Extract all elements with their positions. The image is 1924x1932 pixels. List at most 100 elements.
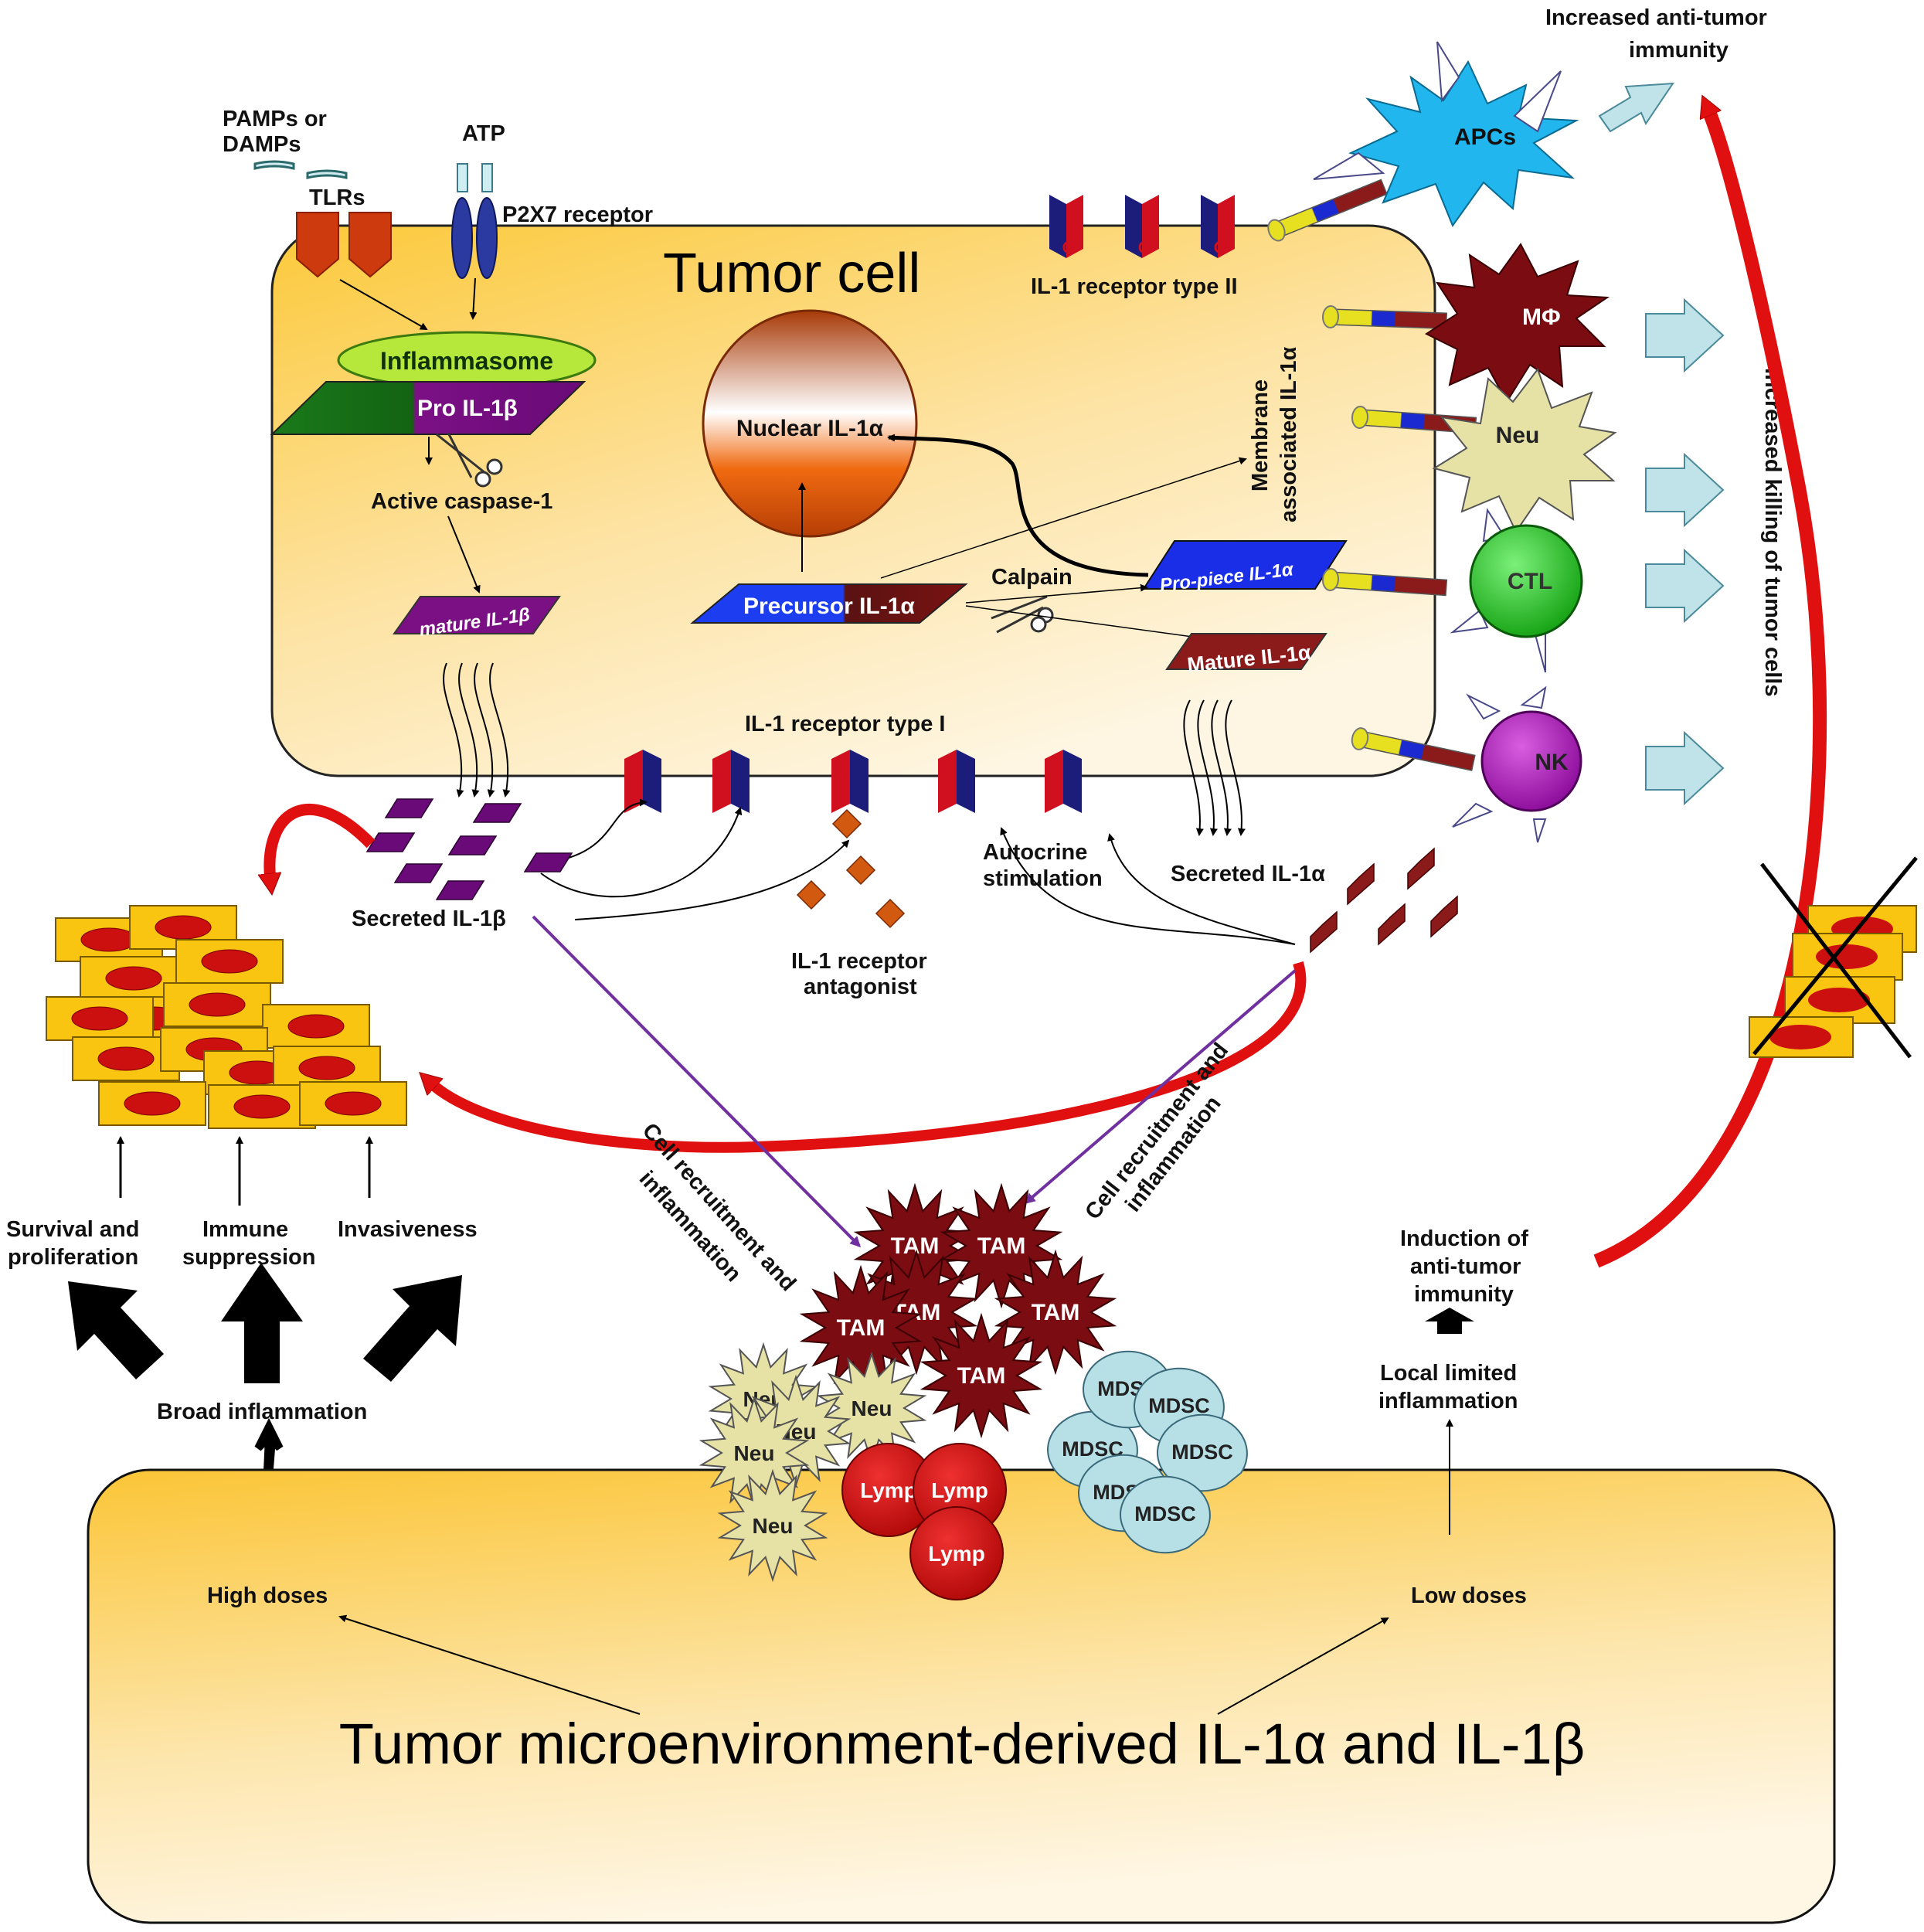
- autocrine-label-2: stimulation: [983, 866, 1103, 891]
- infiltrate-label: Lymp: [931, 1478, 988, 1502]
- tumor-cell-small: [163, 982, 271, 1027]
- active-caspase-label: Active caspase-1: [371, 489, 552, 514]
- killed-tumor-cells: [1749, 856, 1918, 1059]
- infiltrate-label: Lymp: [928, 1542, 985, 1566]
- high-doses-label: High doses: [207, 1583, 328, 1608]
- red-arrow-left-long: [430, 961, 1307, 1153]
- immune-suppression-label-2: suppression: [182, 1245, 315, 1270]
- pro-il1b-shape: [270, 381, 586, 435]
- infiltrate-label: Neu: [753, 1514, 794, 1538]
- pro-il1b-label: Pro IL-1β: [417, 396, 518, 421]
- infiltrate-label: MDSC: [1134, 1502, 1196, 1526]
- tlr-receptors: [296, 212, 392, 278]
- tlrs-label: TLRs: [309, 185, 365, 210]
- inflammasome-label: Inflammasome: [380, 347, 553, 375]
- recruitment-right-label-1: Cell recruitment and: [1080, 1039, 1233, 1225]
- nk-cell: [1480, 710, 1582, 812]
- ctl-label: CTL: [1508, 569, 1552, 594]
- membrane-assoc-label-1: Membrane: [1248, 379, 1273, 492]
- pro-piece-il1a-shape: [1142, 540, 1348, 590]
- red-arrow-left-top: [270, 804, 376, 881]
- scissors-icon-2: [991, 595, 1054, 634]
- tam-cell: [940, 1182, 1063, 1309]
- pamps-label-1: PAMPs or: [223, 107, 327, 131]
- il1-receptor-type1: [624, 750, 1082, 813]
- broad-inflammation-arrows: [68, 1263, 462, 1383]
- antagonist-label-2: antagonist: [804, 975, 917, 999]
- immune-suppression-label-1: Immune: [202, 1217, 288, 1242]
- neu-cell: [717, 1468, 828, 1583]
- infiltrate-label: Neu: [734, 1441, 775, 1465]
- proliferating-tumor-cells: [46, 905, 407, 1129]
- tumor-cell-small: [208, 1084, 316, 1129]
- mature-il1a-shape: [1165, 633, 1327, 670]
- increased-antitumor-label-1: Increased anti-tumor: [1545, 5, 1767, 30]
- p2x7-label: P2X7 receptor: [502, 202, 653, 227]
- red-arrow-right: [1593, 108, 1827, 1268]
- infiltrate-label: TAM: [1032, 1300, 1080, 1325]
- p2x7-receptor: [451, 163, 498, 279]
- secreted-il1b-label: Secreted IL-1β: [352, 906, 506, 931]
- nk-label: NK: [1535, 750, 1569, 775]
- apc-spikes: [1313, 41, 1562, 180]
- il1-receptor-type2: [1049, 195, 1235, 258]
- tumor-cell-small: [299, 1081, 407, 1126]
- tumor-cell-small: [98, 1081, 206, 1126]
- mphi-cell: [1424, 243, 1610, 403]
- calpain-label: Calpain: [991, 565, 1072, 590]
- infiltrate-label: MDSC: [1171, 1440, 1233, 1464]
- membrane-assoc-label-2: associated IL-1α: [1276, 346, 1301, 522]
- local-limited-label-2: inflammation: [1378, 1389, 1518, 1413]
- tumor-cell-title: Tumor cell: [663, 243, 920, 304]
- immune-output-arrows: [1598, 82, 1725, 806]
- nuclear-il1a-label: Nuclear IL-1α: [736, 416, 884, 441]
- atp-label: ATP: [462, 121, 505, 146]
- secretion-lines-left: [443, 662, 511, 798]
- induction-label-3: immunity: [1414, 1282, 1514, 1307]
- infiltrate-label: Neu: [852, 1396, 892, 1420]
- secreted-il1b-pieces: [365, 798, 573, 900]
- antagonist-label-1: IL-1 receptor: [791, 949, 927, 974]
- il1-receptor-type1-label: IL-1 receptor type I: [745, 712, 945, 736]
- infiltrate-label: TAM: [837, 1315, 886, 1341]
- pamps-label-2: DAMPs: [223, 132, 301, 157]
- infiltrate-label: MDSC: [1148, 1394, 1210, 1417]
- pamps-molecules: [253, 160, 348, 179]
- increased-antitumor-label-2: immunity: [1629, 38, 1729, 63]
- tumor-cell-small: [262, 1004, 370, 1049]
- local-limited-label-1: Local limited: [1380, 1361, 1517, 1386]
- precursor-il1a-shape: [690, 583, 968, 624]
- infiltrate-label: Lymp: [860, 1478, 917, 1502]
- neu-label-right: Neu: [1496, 423, 1540, 448]
- induction-arrow: [1425, 1308, 1474, 1334]
- il1-receptor-type2-label: IL-1 receptor type II: [1031, 274, 1238, 299]
- apc-cell: [1348, 60, 1579, 228]
- survival-label-2: proliferation: [8, 1245, 138, 1270]
- secreted-il1a-pieces: [1310, 847, 1458, 954]
- induction-label-2: anti-tumor: [1410, 1254, 1521, 1279]
- il1-antagonist-diamonds: [796, 808, 906, 929]
- invasiveness-label: Invasiveness: [338, 1217, 478, 1242]
- infiltrate-label: TAM: [957, 1363, 1006, 1389]
- mdsc-cell: [1119, 1475, 1211, 1554]
- tam-cell: [920, 1312, 1043, 1439]
- scissors-icon-1: [436, 432, 503, 488]
- microenvironment-title: Tumor microenvironment-derived IL-1α and…: [339, 1712, 1586, 1776]
- apc-label: APCs: [1454, 124, 1516, 150]
- ctl-cell: [1469, 524, 1583, 638]
- secreted-il1a-label: Secreted IL-1α: [1171, 862, 1325, 886]
- tumor-cell-small: [175, 939, 284, 984]
- infiltrate-label: TAM: [977, 1233, 1026, 1259]
- mature-il1b-shape: [393, 596, 561, 634]
- broad-inflammation-label: Broad inflammation: [157, 1400, 367, 1424]
- nk-spikes: [1452, 685, 1547, 843]
- neu-cell-right: [1432, 367, 1617, 533]
- survival-label-1: Survival and: [6, 1217, 139, 1242]
- mphi-label: MΦ: [1522, 304, 1561, 330]
- secretion-lines-right: [1183, 699, 1246, 836]
- low-doses-label: Low doses: [1411, 1583, 1527, 1608]
- precursor-il1a-label: Precursor IL-1α: [743, 594, 915, 619]
- lymp-cell: [909, 1506, 1004, 1600]
